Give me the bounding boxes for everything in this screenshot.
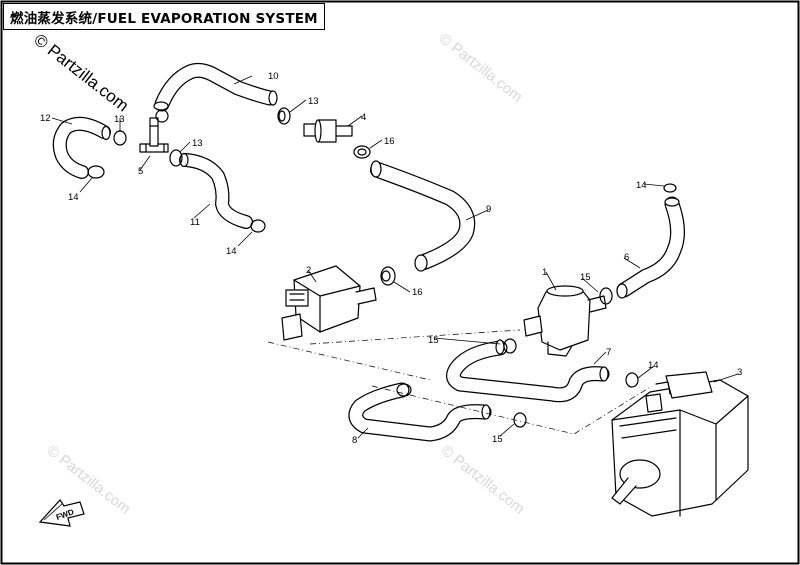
hose-8 — [348, 382, 492, 442]
hose-12 — [52, 116, 111, 179]
forward-arrow-icon: FWD — [38, 499, 85, 527]
part-label: 3 — [737, 367, 742, 378]
part-label: 11 — [190, 217, 200, 228]
title-box: 燃油蒸发系统/FUEL EVAPORATION SYSTEM — [3, 3, 325, 30]
part-label: 14 — [636, 180, 647, 191]
part-label: 6 — [624, 252, 629, 263]
check-valve-4 — [303, 119, 353, 143]
part-label: 14 — [648, 360, 659, 371]
part-label: 12 — [40, 113, 51, 124]
part-label: 13 — [308, 96, 319, 107]
part-label: 1 — [542, 267, 547, 278]
part-label: 2 — [306, 265, 311, 276]
hose-7 — [446, 339, 610, 403]
part-label: 14 — [68, 192, 79, 203]
part-label: 13 — [192, 138, 203, 149]
part-label: 9 — [486, 204, 491, 215]
leader-lines — [51, 75, 739, 439]
solenoid-valve-2 — [281, 265, 377, 341]
part-label: 14 — [226, 246, 237, 257]
page-title: 燃油蒸发系统/FUEL EVAPORATION SYSTEM — [10, 10, 318, 27]
tee-fitting-5 — [139, 117, 169, 153]
fuel-filter-1 — [523, 285, 607, 357]
part-label: 15 — [428, 335, 439, 346]
hose-9 — [370, 160, 476, 272]
hose-10 — [153, 62, 278, 112]
part-label: 16 — [412, 287, 423, 298]
part-label: 7 — [606, 347, 611, 358]
part-label: 8 — [352, 435, 357, 446]
part-label: 13 — [114, 114, 125, 125]
part-label: 10 — [268, 71, 279, 82]
routing-lines — [267, 329, 653, 435]
hose-11 — [179, 152, 253, 229]
part-label: 16 — [384, 136, 395, 147]
part-label: 4 — [361, 112, 366, 123]
part-label: 15 — [492, 434, 503, 445]
charcoal-canister-3 — [611, 371, 749, 517]
part-label: 15 — [580, 272, 591, 283]
part-label: 5 — [138, 166, 143, 177]
hose-6 — [616, 196, 685, 299]
